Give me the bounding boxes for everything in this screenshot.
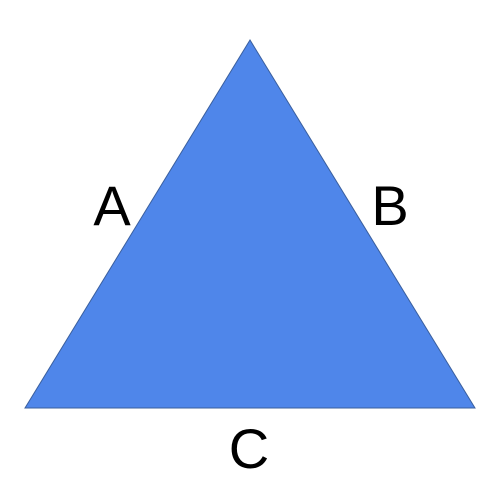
- side-label-c: C: [229, 417, 269, 480]
- triangle-shape: [24, 39, 476, 409]
- side-label-b: B: [371, 174, 408, 237]
- side-label-a: A: [93, 174, 131, 237]
